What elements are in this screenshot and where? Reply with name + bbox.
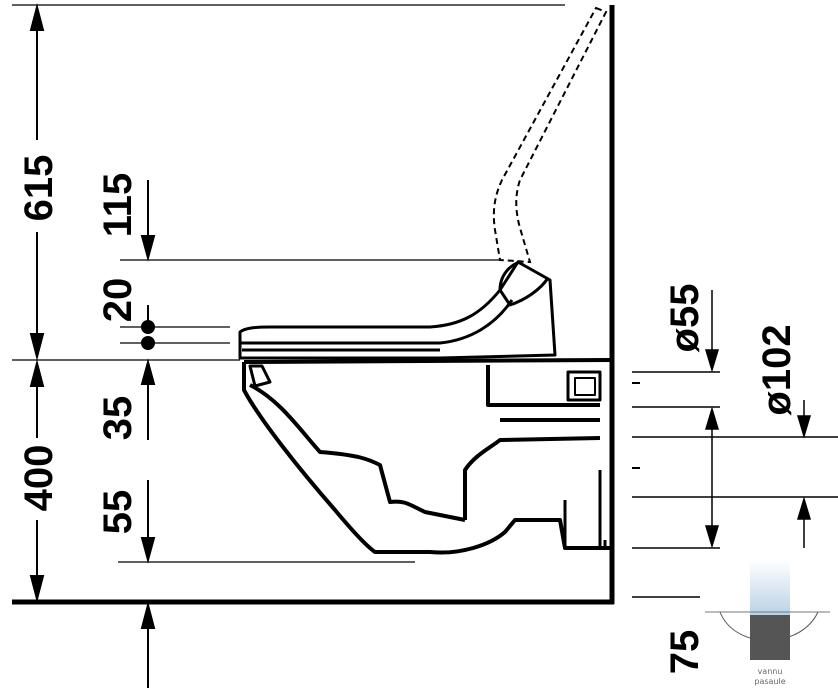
label-400: 400 xyxy=(17,445,61,512)
wall-and-floor xyxy=(12,5,615,605)
dimension-chain-middle xyxy=(140,180,156,688)
reference-lines xyxy=(12,4,565,563)
label-d102: ø102 xyxy=(755,324,799,415)
label-75: 75 xyxy=(663,630,707,675)
watermark-gray-block xyxy=(750,615,790,660)
watermark-text-2: pasaule xyxy=(754,677,785,686)
toilet-lid-dashed xyxy=(492,6,608,264)
watermark-blue-block xyxy=(750,560,790,615)
label-55: 55 xyxy=(96,490,140,535)
label-d55: ø55 xyxy=(663,284,707,353)
dimension-labels: 615 400 115 20 35 55 75 ø55 ø102 xyxy=(17,155,799,675)
toilet-seat xyxy=(238,260,557,360)
watermark-text-1: vannu xyxy=(758,667,783,676)
dimension-pipes-right xyxy=(632,290,838,598)
label-20: 20 xyxy=(96,278,140,323)
toilet-bowl xyxy=(242,358,611,555)
watermark-logo: vannu pasaule xyxy=(705,560,830,686)
dimension-615-400 xyxy=(29,3,45,603)
label-115: 115 xyxy=(96,173,140,238)
label-35: 35 xyxy=(96,396,140,441)
label-615: 615 xyxy=(17,155,61,222)
